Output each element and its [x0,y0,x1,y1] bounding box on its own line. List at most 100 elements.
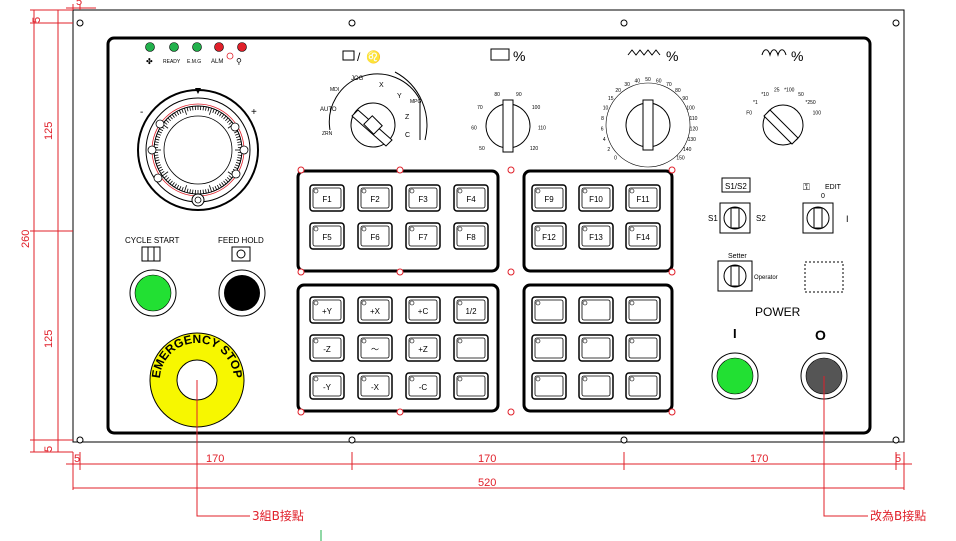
top-left-key[interactable]: F4 [453,184,489,212]
spindle-tick-label: 120 [530,146,539,152]
operator-label: Operator [754,275,778,281]
top-right-key-label: F12 [542,233,556,242]
top-left-key[interactable]: F6 [357,222,393,250]
wheel-tick [236,159,241,162]
top-left-key[interactable]: F7 [405,222,441,250]
wheel-tick [189,106,191,111]
led-icon-spindle: ✤ [146,57,153,66]
bottom-left-key[interactable]: +Y [309,296,345,324]
bottom-right-key[interactable] [625,334,661,362]
led-label-alm: ALM [211,59,223,65]
bottom-right-key[interactable] [625,372,661,400]
bottom-right-key[interactable] [531,372,567,400]
bottom-right-key[interactable] [531,296,567,324]
feed-tick-label: 60 [656,78,662,84]
s1s2-title: S1/S2 [725,182,747,191]
power-label: POWER [755,305,801,319]
wheel-tick [158,130,162,134]
cycle-start-button[interactable] [129,269,177,317]
wheel-tick [226,119,231,123]
wheel-tick [216,184,220,189]
bottom-left-key[interactable]: -Y [309,372,345,400]
bottom-right-key[interactable] [531,334,567,362]
top-left-key-label: F3 [418,195,428,204]
wheel-tick [176,184,180,189]
bottom-left-key-label: 〜 [371,345,379,354]
top-right-key[interactable]: F13 [578,222,614,250]
top-left-key[interactable]: F2 [357,184,393,212]
top-left-key[interactable]: F3 [405,184,441,212]
spindle-tick-label: 70 [477,105,483,111]
bottom-left-key-label: -Y [323,383,332,392]
bottom-right-key[interactable] [625,296,661,324]
callout-lines [196,376,868,517]
bottom-left-key[interactable]: -C [405,372,441,400]
rapid-tick-label: 25 [774,88,780,94]
feed-tick-label: 50 [645,77,651,83]
dim-bottom-170-1: 170 [206,453,224,465]
rapid-override-title: % [791,48,803,64]
top-left-key[interactable]: F8 [453,222,489,250]
wheel-tick [212,187,215,192]
wheel-tick [163,175,168,179]
mode-y: Y [397,93,402,100]
feed-tick-label: 4 [603,137,606,143]
top-right-key[interactable]: F11 [625,184,661,212]
bottom-right-key[interactable] [578,372,614,400]
spindle-tick-label: 50 [479,146,485,152]
top-right-key[interactable]: F12 [531,222,567,250]
wheel-tick [219,183,222,188]
hand-wheel[interactable]: - + [137,88,259,211]
dim-bottom-5-left: 5 [74,453,80,465]
edit-key-selector[interactable]: ⚿ EDIT 0 I [802,182,849,234]
bottom-left-key[interactable] [453,372,489,400]
top-left-key[interactable]: F1 [309,184,345,212]
edit-title: EDIT [825,184,842,191]
cycle-start-icon [141,246,161,262]
mode-c: C [405,132,410,139]
mode-mdi: MDI [330,87,339,93]
bottom-left-key[interactable]: -X [357,372,393,400]
bottom-right-key[interactable] [578,334,614,362]
wheel-tick [223,115,227,120]
top-left-key-label: F4 [466,195,476,204]
top-right-key[interactable]: F9 [531,184,567,212]
s1-s2-selector[interactable]: S1/S2 S1 S2 [708,177,766,234]
rapid-tick-label: F0 [746,111,752,117]
bottom-right-key[interactable] [578,296,614,324]
mode-z: Z [405,114,410,121]
feed-tick-label: 70 [666,82,672,88]
bottom-left-key[interactable]: +C [405,296,441,324]
mode-selector[interactable]: / ♌ JOG X Y MPG Z C AUTO MDI ZRN [320,50,428,148]
dim-bottom-5-right: 5 [895,453,901,465]
bottom-left-key[interactable]: 〜 [357,334,393,362]
setter-label: Setter [728,253,747,260]
wheel-tick [174,112,177,117]
mode-jog: JOG [351,76,364,82]
setter-operator-selector[interactable]: Setter Operator [717,253,778,292]
wheel-tick [178,110,182,114]
dimension-lines [30,4,912,490]
wheel-tick [156,136,161,139]
led-label-ready: READY [163,59,181,65]
hand-icon: ♌ [366,50,381,64]
top-left-key[interactable]: F5 [309,222,345,250]
top-right-key[interactable]: F10 [578,184,614,212]
s2-label: S2 [756,214,766,223]
bottom-left-key[interactable]: +Z [405,334,441,362]
bottom-left-key[interactable] [453,334,489,362]
callout-left: 3組B接點 [252,508,304,523]
wheel-tick [181,187,184,192]
wheel-tick [162,171,169,177]
power-on-button[interactable] [711,352,759,400]
wheel-tick [155,159,160,162]
bottom-left-key[interactable]: +X [357,296,393,324]
top-right-key[interactable]: F14 [625,222,661,250]
bottom-left-key[interactable]: -Z [309,334,345,362]
wheel-tick [237,154,242,156]
bottom-left-key[interactable]: 1/2 [453,296,489,324]
feed-hold-button[interactable] [218,269,266,317]
